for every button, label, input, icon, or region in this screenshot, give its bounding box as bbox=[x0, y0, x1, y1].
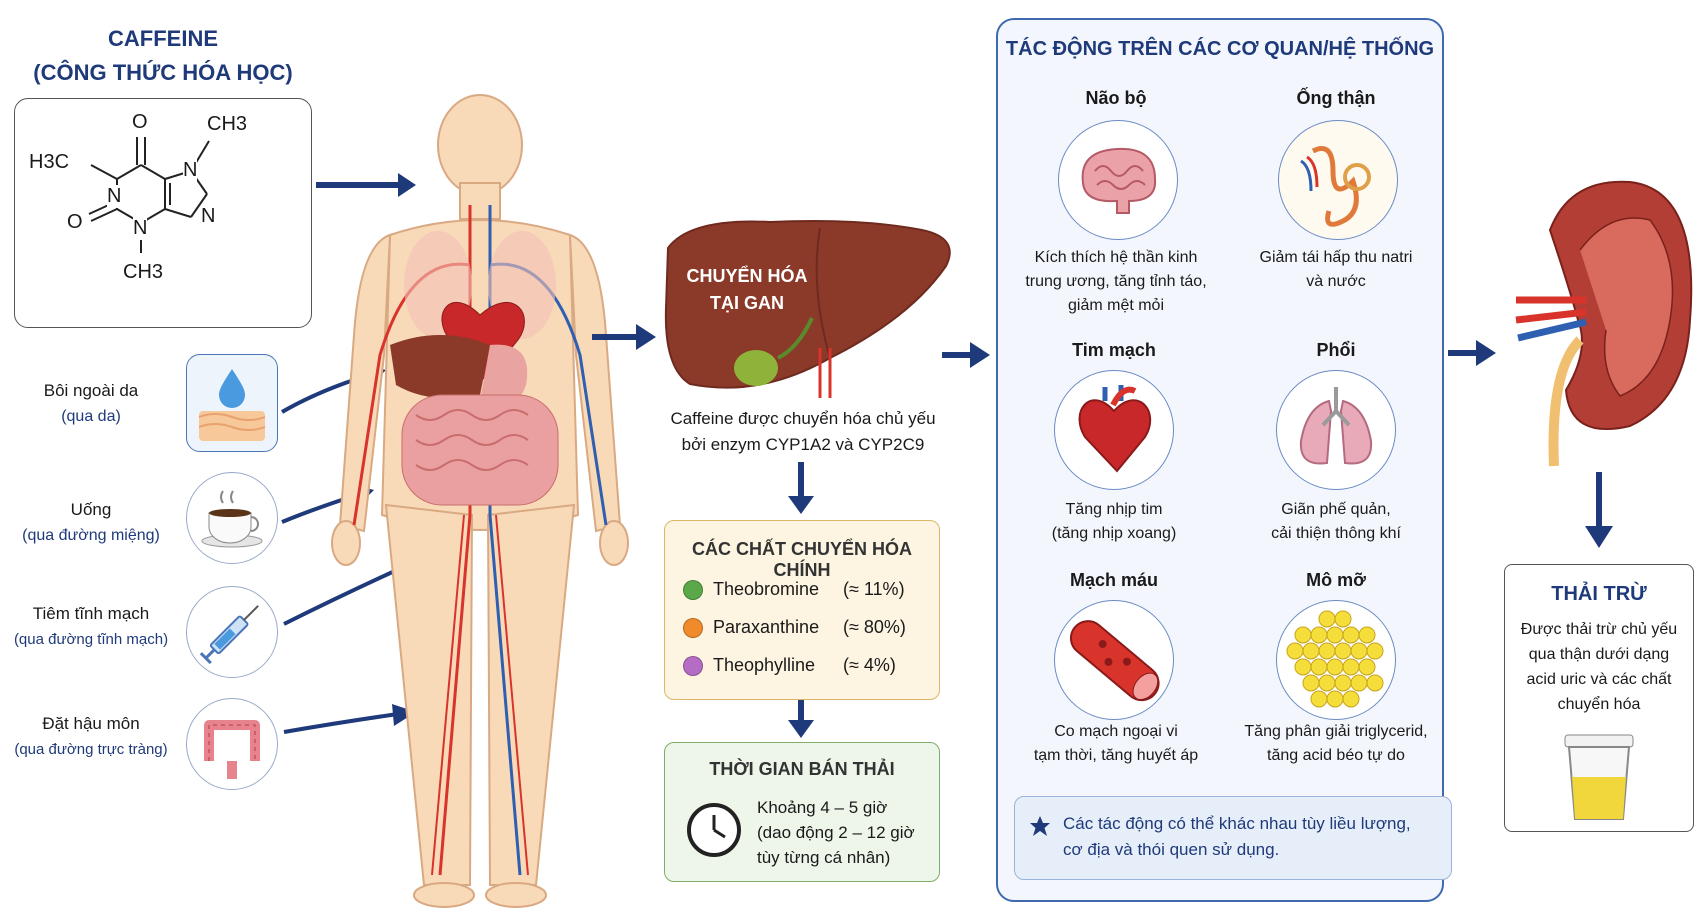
organ-panel-title: TÁC ĐỘNG TRÊN CÁC CƠ QUAN/HỆ THỐNG bbox=[1005, 38, 1435, 60]
organ-vessel-desc: Co mạch ngoại vi tạm thời, tăng huyết áp bbox=[1033, 723, 1199, 764]
route-skin-label: Bôi ngoài da (qua da) bbox=[43, 381, 139, 425]
caffeine-structure-icon bbox=[88, 137, 210, 253]
organ-tubule-name: Ống thận bbox=[1296, 88, 1376, 108]
arrow-organs-to-kidney bbox=[1448, 340, 1496, 366]
star-icon bbox=[1030, 816, 1050, 836]
route-iv-label: Tiêm tĩnh mạch (qua đường tĩnh mạch) bbox=[13, 604, 169, 648]
half-life-title: THỜI GIAN BÁN THẢI bbox=[709, 759, 895, 779]
excretion-box: THẢI TRỪ Được thải trừ chủ yếu qua thận … bbox=[1504, 564, 1694, 832]
organ-brain-name: Não bộ bbox=[1085, 88, 1147, 108]
formula-n1: N bbox=[107, 185, 122, 208]
caffeine-formula-box: H3C CH3 CH3 O O N N N N bbox=[14, 98, 312, 328]
clock-icon bbox=[687, 803, 741, 857]
metabolites-box: CÁC CHẤT CHUYỂN HÓA CHÍNH Theobromine (≈… bbox=[664, 520, 940, 700]
formula-ch3-top: CH3 bbox=[207, 113, 248, 135]
formula-n7: N bbox=[183, 159, 198, 182]
metabolite-theobromine: Theobromine bbox=[683, 579, 819, 601]
kidney-icon bbox=[1515, 180, 1693, 467]
intestine-icon bbox=[186, 698, 278, 790]
metabolite-theophylline: Theophylline bbox=[683, 655, 815, 677]
note-text: Các tác động có thể khác nhau tùy liều l… bbox=[1063, 814, 1411, 859]
organ-brain-desc: Kích thích hệ thần kinh trung ương, tăng… bbox=[1025, 249, 1207, 314]
formula-o-top: O bbox=[132, 111, 148, 133]
caffeine-title: CAFFEINE (CÔNG THỨC HÓA HỌC) bbox=[0, 22, 326, 90]
syringe-icon bbox=[186, 586, 278, 678]
coffee-cup-icon bbox=[186, 472, 278, 564]
fat-cells-icon bbox=[1276, 600, 1396, 720]
metabolites-title: CÁC CHẤT CHUYỂN HÓA CHÍNH bbox=[692, 539, 912, 580]
arrow-liver-to-metabolites bbox=[788, 462, 814, 514]
organ-tubule-desc: Giảm tái hấp thu natri và nước bbox=[1259, 249, 1413, 290]
metabolite-paraxanthine: Paraxanthine bbox=[683, 617, 819, 639]
formula-n9: N bbox=[201, 205, 216, 228]
green-dot-icon bbox=[683, 580, 703, 601]
excretion-desc: Được thải trừ chủ yếu qua thận dưới dạng… bbox=[1520, 621, 1678, 713]
arrow-liver-to-organs bbox=[942, 342, 990, 368]
blood-vessel-icon bbox=[1054, 600, 1174, 720]
organ-lungs-name: Phổi bbox=[1316, 340, 1356, 360]
organ-fat-name: Mô mỡ bbox=[1306, 570, 1366, 590]
arrow-body-to-liver bbox=[592, 324, 656, 350]
organ-lungs-desc: Giãn phế quản, cải thiện thông khí bbox=[1271, 501, 1401, 542]
human-body-icon bbox=[331, 94, 629, 908]
caffeine-title-line1: CAFFEINE bbox=[108, 26, 218, 51]
route-oral-label: Uống (qua đường miệng) bbox=[22, 500, 160, 544]
caffeine-title-line2: (CÔNG THỨC HÓA HỌC) bbox=[33, 60, 293, 85]
excretion-title: THẢI TRỪ bbox=[1551, 583, 1647, 605]
route-rectal-label: Đặt hậu môn (qua đường trực tràng) bbox=[14, 714, 168, 758]
half-life-desc: Khoảng 4 – 5 giờ (dao động 2 – 12 giờ tù… bbox=[757, 798, 915, 867]
arrow-formula-to-body bbox=[316, 173, 416, 197]
organ-heart-name: Tim mạch bbox=[1072, 340, 1156, 360]
arrow-metabolites-to-halflife bbox=[788, 700, 814, 738]
arrow-kidney-to-excretion bbox=[1585, 472, 1613, 548]
orange-dot-icon bbox=[683, 618, 703, 639]
arrow-rectal bbox=[283, 704, 416, 734]
liver-caption: Caffeine được chuyển hóa chủ yếu bởi enz… bbox=[670, 409, 936, 454]
formula-ch3-bottom: CH3 bbox=[123, 261, 164, 283]
organ-fat-desc: Tăng phân giải triglycerid, tăng acid bé… bbox=[1244, 723, 1428, 764]
liver-icon bbox=[664, 220, 951, 398]
organ-vessel-name: Mạch máu bbox=[1069, 570, 1159, 590]
heart-icon bbox=[1054, 370, 1174, 490]
formula-o-left: O bbox=[67, 211, 83, 233]
purple-dot-icon bbox=[683, 656, 703, 677]
organ-heart-desc: Tăng nhịp tim (tăng nhịp xoang) bbox=[1051, 501, 1177, 542]
metabolite-paraxanthine-pct: (≈ 80%) bbox=[843, 617, 906, 637]
lungs-icon bbox=[1276, 370, 1396, 490]
nephron-icon bbox=[1278, 120, 1398, 240]
liver-label: CHUYỂN HÓA TẠI GAN bbox=[686, 266, 808, 313]
metabolite-theobromine-pct: (≈ 11%) bbox=[843, 579, 905, 599]
note-box: Các tác động có thể khác nhau tùy liều l… bbox=[1014, 796, 1452, 880]
brain-icon bbox=[1058, 120, 1178, 240]
metabolite-theophylline-pct: (≈ 4%) bbox=[843, 655, 896, 675]
skin-drop-icon bbox=[186, 354, 278, 452]
formula-n3: N bbox=[133, 217, 148, 240]
formula-h3c: H3C bbox=[29, 151, 70, 173]
urine-cup-icon bbox=[1564, 734, 1634, 820]
half-life-box: THỜI GIAN BÁN THẢI Khoảng 4 – 5 giờ (dao… bbox=[664, 742, 940, 882]
